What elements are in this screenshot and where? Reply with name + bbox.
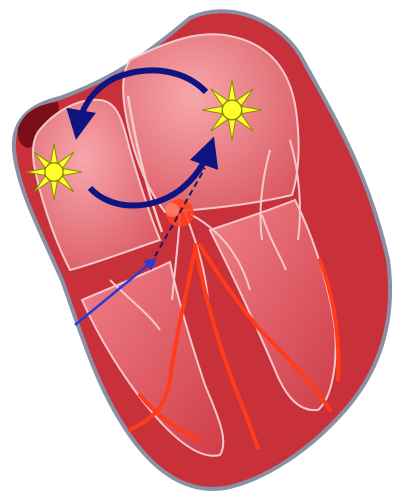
atrium-right-chamber	[123, 34, 298, 212]
spark-core	[222, 100, 241, 119]
spark-icon	[26, 144, 82, 200]
spark-icon	[202, 80, 262, 140]
spark-core	[45, 163, 63, 181]
av-node-highlight	[165, 203, 179, 217]
